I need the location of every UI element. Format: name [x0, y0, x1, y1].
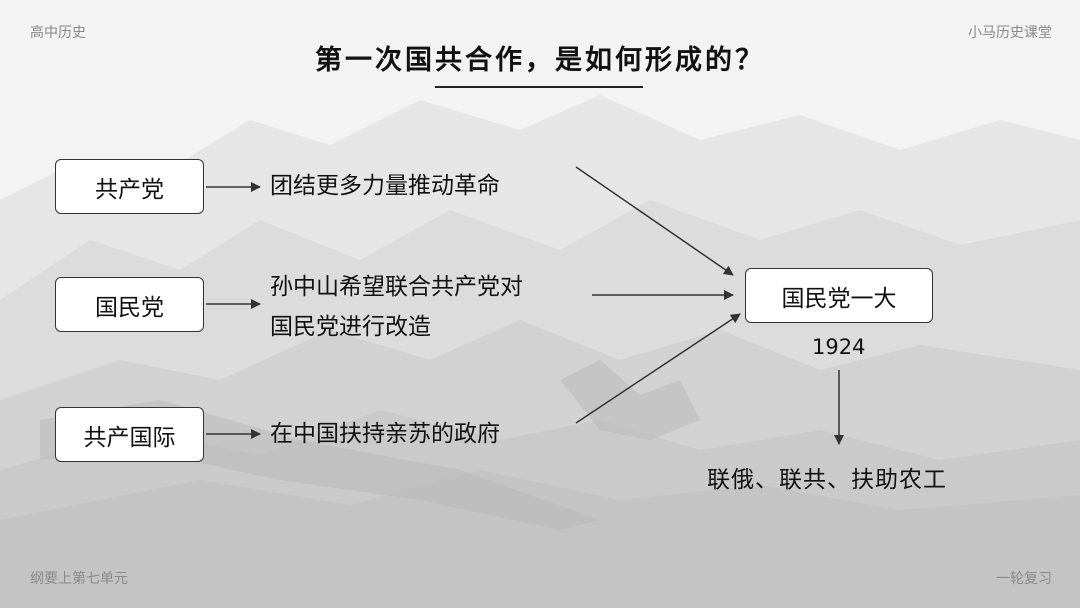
- goal-communist-line-1: 团结更多力量推动革命: [270, 173, 500, 199]
- header-left-label: 高中历史: [30, 25, 86, 41]
- footer-right-label: 一轮复习: [996, 571, 1052, 587]
- title-underline: [435, 86, 643, 88]
- event-year: 1924: [812, 335, 866, 359]
- goal-kmt-line-2: 国民党进行改造: [270, 314, 431, 340]
- goal-kmt: 孙中山希望联合共产党对 国民党进行改造: [270, 267, 523, 347]
- goal-communist: 团结更多力量推动革命: [270, 166, 500, 206]
- party-box-kmt: 国民党: [55, 277, 204, 332]
- goal-kmt-line-1: 孙中山希望联合共产党对: [270, 274, 523, 300]
- goal-comintern: 在中国扶持亲苏的政府: [270, 414, 500, 454]
- page-title: 第一次国共合作，是如何形成的？: [315, 45, 765, 76]
- footer-left-label: 纲要上第七单元: [30, 571, 128, 587]
- header-right-label: 小马历史课堂: [968, 25, 1052, 41]
- event-box: 国民党一大: [745, 268, 933, 323]
- party-box-comintern: 共产国际: [55, 407, 204, 462]
- goal-comintern-line-1: 在中国扶持亲苏的政府: [270, 421, 500, 447]
- event-result: 联俄、联共、扶助农工: [707, 467, 947, 493]
- party-box-communist: 共产党: [55, 159, 204, 214]
